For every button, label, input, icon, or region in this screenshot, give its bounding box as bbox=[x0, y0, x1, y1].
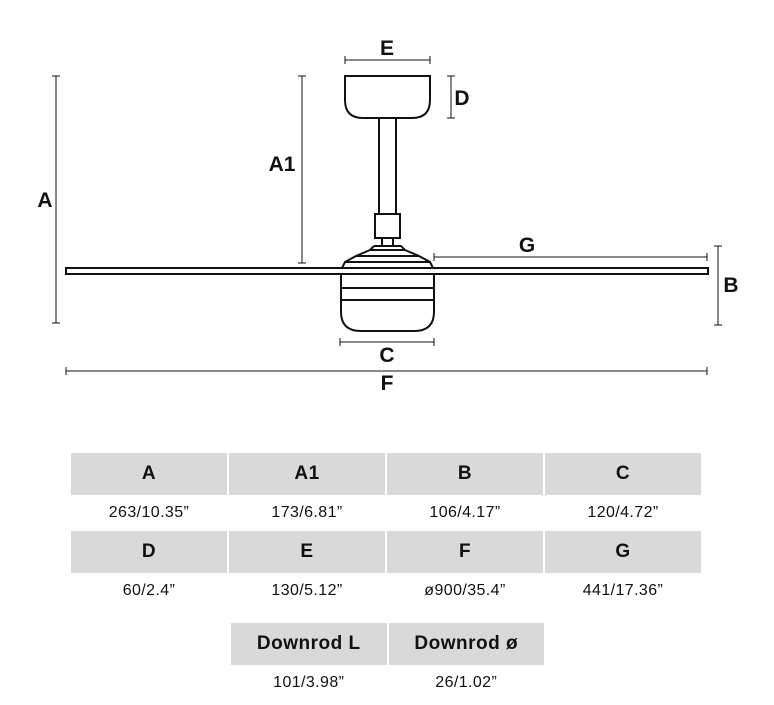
table-header-cell: B bbox=[387, 453, 543, 495]
table-header-cell: C bbox=[545, 453, 701, 495]
table-value-cell: 263/10.35” bbox=[108, 504, 190, 521]
table-value-cell: 130/5.12” bbox=[271, 582, 343, 599]
table-header-cell: A bbox=[71, 453, 227, 495]
downrod-length-header: Downrod L bbox=[231, 623, 387, 665]
downrod-diameter-value: 26/1.02” bbox=[435, 674, 498, 691]
motor-housing-top bbox=[340, 249, 435, 269]
table-header-cell: D bbox=[71, 531, 227, 573]
dim-label-e: E bbox=[380, 37, 394, 60]
fan-dimension-drawing: E D A A1 G B C F bbox=[37, 37, 738, 395]
table-value-cell: 173/6.81” bbox=[271, 504, 343, 521]
coupler bbox=[374, 213, 401, 239]
dim-label-d: D bbox=[454, 87, 469, 110]
table-value-cell: ø900/35.4” bbox=[424, 582, 506, 599]
table-value-cell: 441/17.36” bbox=[582, 582, 664, 599]
dim-label-g: G bbox=[519, 234, 535, 257]
downrod bbox=[378, 117, 397, 215]
dim-label-c: C bbox=[379, 344, 394, 367]
fan-outline bbox=[65, 75, 709, 332]
dimensions-table: A A1 B C 263/10.35” 173/6.81” 106/4.17” … bbox=[71, 453, 701, 609]
downrod-table: Downrod L Downrod ø 101/3.98” 26/1.02” bbox=[231, 623, 544, 701]
dim-label-b: B bbox=[723, 274, 738, 297]
dim-label-a: A bbox=[37, 189, 52, 212]
table-value-cell: 106/4.17” bbox=[429, 504, 501, 521]
table-value-cell: 120/4.72” bbox=[587, 504, 659, 521]
dim-label-a1: A1 bbox=[269, 153, 296, 176]
table-header-cell: E bbox=[229, 531, 385, 573]
downrod-length-value: 101/3.98” bbox=[273, 674, 345, 691]
dim-label-f: F bbox=[381, 372, 394, 395]
table-header-cell: A1 bbox=[229, 453, 385, 495]
dimension-lines bbox=[52, 56, 722, 375]
canopy bbox=[344, 75, 431, 119]
table-header-cell: G bbox=[545, 531, 701, 573]
light-kit bbox=[340, 273, 435, 332]
table-header-cell: F bbox=[387, 531, 543, 573]
downrod-diameter-header: Downrod ø bbox=[388, 623, 544, 665]
table-value-cell: 60/2.4” bbox=[122, 582, 176, 599]
